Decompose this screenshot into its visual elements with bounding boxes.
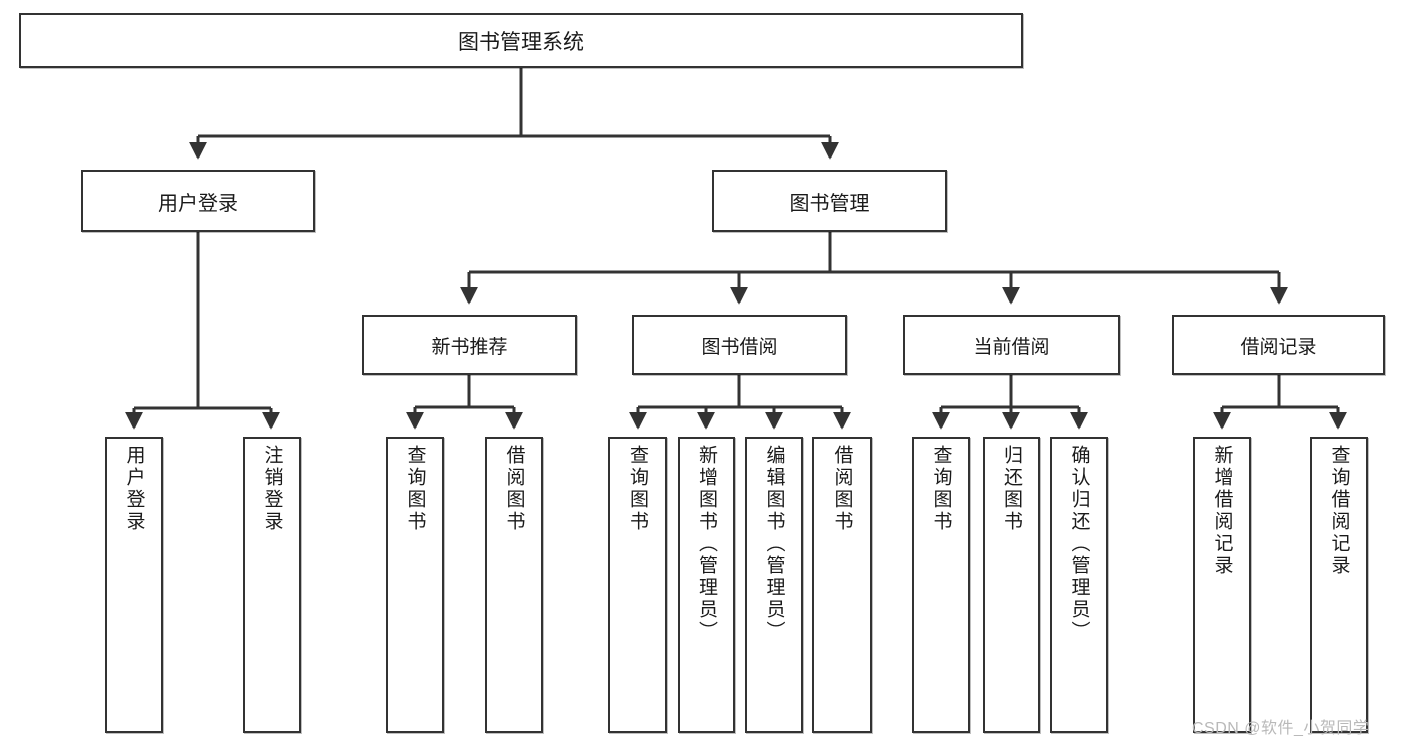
leaf-book-borrow-borrow[interactable]: 借阅图书 xyxy=(812,437,872,733)
leaf-current-borrow-return[interactable]: 归还图书 xyxy=(983,437,1040,733)
leaf-label: 查询图书 xyxy=(627,445,648,533)
node-book-management-label: 图书管理 xyxy=(789,192,870,215)
leaf-current-borrow-confirm[interactable]: 确认归还（管理员） xyxy=(1050,437,1108,733)
leaf-label: 查询借阅记录 xyxy=(1328,445,1350,577)
leaf-label: 查询图书 xyxy=(404,445,426,533)
node-book-borrow[interactable]: 图书借阅 xyxy=(632,315,847,375)
leaf-label: 归还图书 xyxy=(1001,445,1022,533)
leaf-label: 注销登录 xyxy=(261,445,283,533)
leaf-label: 编辑图书（管理员） xyxy=(763,445,785,643)
leaf-label: 查询图书 xyxy=(930,445,952,533)
leaf-label: 用户登录 xyxy=(123,445,145,533)
leaf-borrow-record-add[interactable]: 新增借阅记录 xyxy=(1193,437,1251,733)
node-new-book-recommend[interactable]: 新书推荐 xyxy=(362,315,577,375)
leaf-borrow-record-query[interactable]: 查询借阅记录 xyxy=(1310,437,1368,733)
node-user-login-label: 用户登录 xyxy=(158,192,238,215)
node-user-login[interactable]: 用户登录 xyxy=(81,170,315,232)
leaf-book-borrow-add[interactable]: 新增图书（管理员） xyxy=(678,437,735,733)
node-current-borrow-label: 当前借阅 xyxy=(973,336,1050,358)
node-borrow-record-label: 借阅记录 xyxy=(1240,336,1317,358)
leaf-new-book-query[interactable]: 查询图书 xyxy=(386,437,444,733)
leaf-book-borrow-edit[interactable]: 编辑图书（管理员） xyxy=(745,437,803,733)
leaf-label: 确认归还（管理员） xyxy=(1068,445,1090,643)
node-current-borrow[interactable]: 当前借阅 xyxy=(903,315,1120,375)
leaf-user-login-login[interactable]: 用户登录 xyxy=(105,437,163,733)
node-root[interactable]: 图书管理系统 xyxy=(19,13,1023,68)
node-borrow-record[interactable]: 借阅记录 xyxy=(1172,315,1385,375)
leaf-label: 新增借阅记录 xyxy=(1211,445,1233,577)
leaf-label: 借阅图书 xyxy=(831,445,853,533)
leaf-label: 借阅图书 xyxy=(503,445,525,533)
leaf-new-book-borrow[interactable]: 借阅图书 xyxy=(485,437,543,733)
leaf-current-borrow-query[interactable]: 查询图书 xyxy=(912,437,970,733)
node-new-book-recommend-label: 新书推荐 xyxy=(431,336,508,358)
csdn-watermark: CSDN @软件_小贺同学 xyxy=(1192,720,1370,737)
leaf-label: 新增图书（管理员） xyxy=(696,445,717,643)
leaf-book-borrow-query[interactable]: 查询图书 xyxy=(608,437,667,733)
leaf-user-login-logout[interactable]: 注销登录 xyxy=(243,437,301,733)
node-book-borrow-label: 图书借阅 xyxy=(701,336,778,358)
node-book-management[interactable]: 图书管理 xyxy=(712,170,947,232)
node-root-label: 图书管理系统 xyxy=(458,30,584,54)
